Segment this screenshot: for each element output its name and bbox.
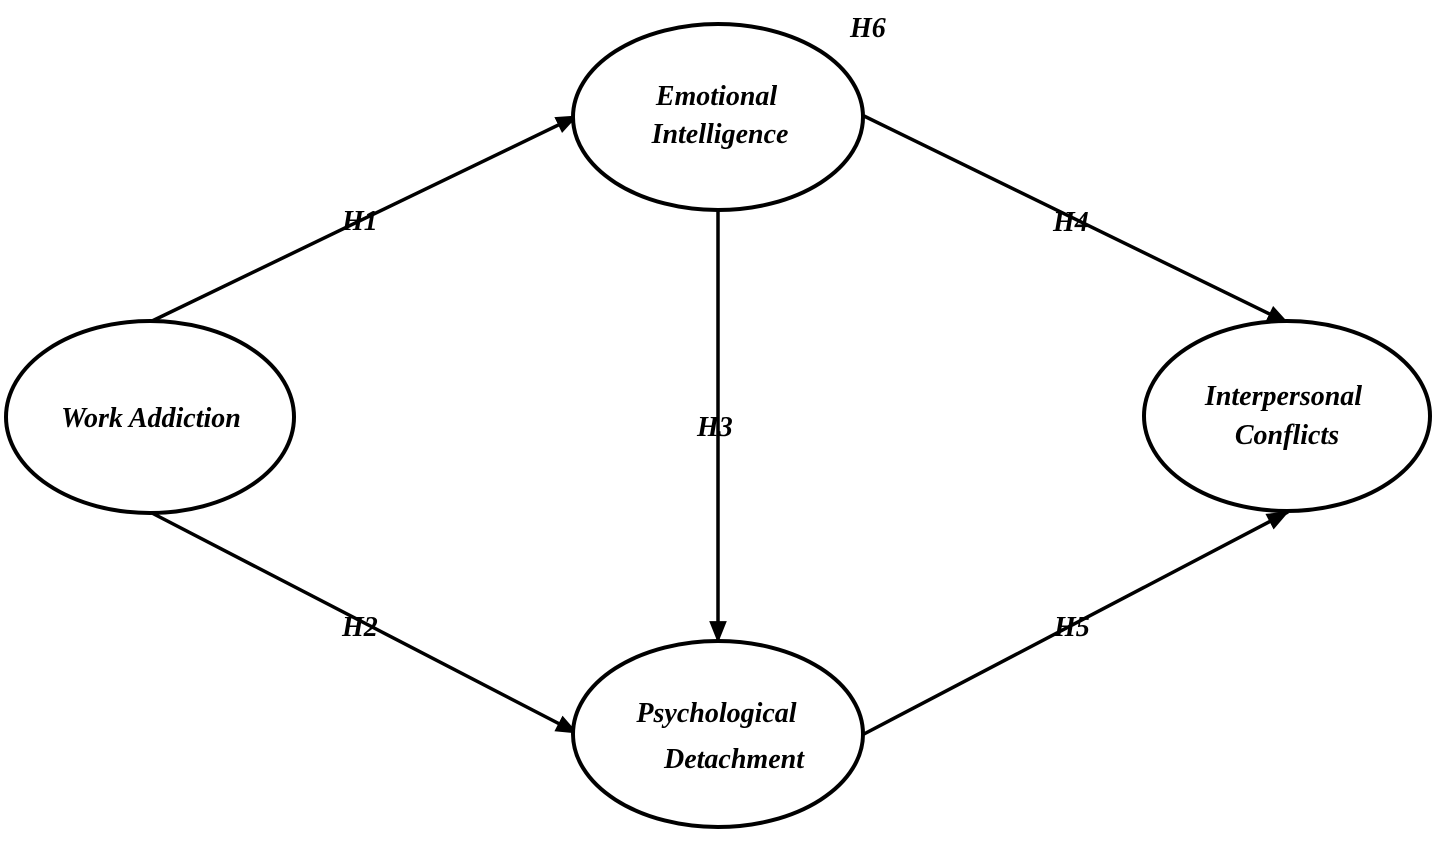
edge-label-h4: H4	[1052, 207, 1089, 238]
svg-text:Emotional Intelligence: Emotional Intelligence	[651, 81, 789, 150]
edge-h5-arrow	[863, 510, 1289, 736]
svg-text:Psychological Detachment: Psychological Detachment	[635, 698, 805, 775]
node-psychological-detachment-line-1: Psychological	[635, 698, 796, 729]
annotation-h6: H6	[849, 13, 886, 44]
node-interpersonal-conflicts: Interpersonal Conflicts	[1142, 319, 1432, 513]
edge-h2-arrow	[149, 510, 578, 735]
node-interpersonal-conflicts-line-2: Conflicts	[1235, 420, 1339, 451]
edge-label-h1: H1	[341, 206, 378, 237]
node-emotional-intelligence: Emotional Intelligence	[571, 22, 865, 212]
node-emotional-intelligence-line-1: Emotional	[655, 81, 778, 112]
edge-h1-arrow	[149, 114, 578, 324]
edge-label-h2: H2	[341, 612, 378, 643]
node-psychological-detachment-line-2: Detachment	[663, 744, 805, 775]
node-emotional-intelligence-line-2: Intelligence	[651, 119, 789, 150]
edge-label-h5: H5	[1053, 612, 1090, 643]
node-work-addiction: Work Addiction	[4, 319, 296, 515]
node-interpersonal-conflicts-line-1: Interpersonal	[1204, 381, 1362, 412]
svg-text:Interpersonal Conflicts: Interpersonal Conflicts	[1204, 381, 1369, 451]
edge-label-h3: H3	[696, 412, 733, 443]
node-work-addiction-label: Work Addiction	[61, 403, 241, 434]
edge-h4-arrow	[863, 114, 1289, 325]
node-psychological-detachment: Psychological Detachment	[571, 639, 865, 829]
